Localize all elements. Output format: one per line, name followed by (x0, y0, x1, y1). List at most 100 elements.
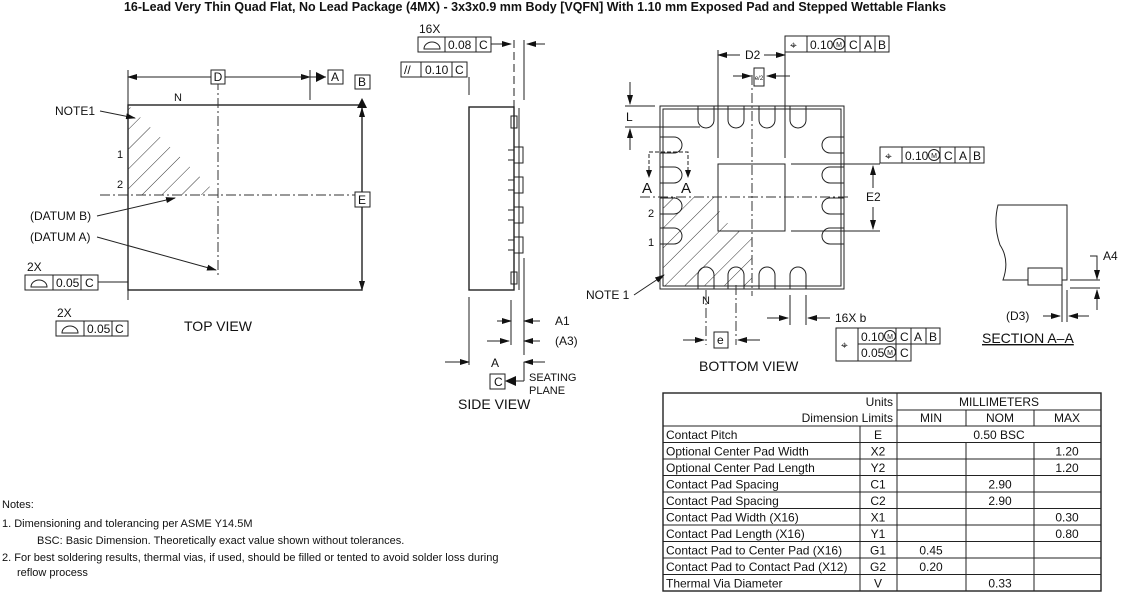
row-symbol: V (874, 577, 882, 591)
units-value: MILLIMETERS (959, 395, 1039, 409)
datum-b-callout: (DATUM B) (30, 209, 91, 223)
row-name: Contact Pad to Center Pad (X16) (666, 544, 842, 558)
contact-pad (821, 197, 844, 215)
contact-pad (660, 227, 683, 245)
dim-e-half: e/2 (755, 76, 764, 82)
row-symbol: G2 (870, 560, 886, 574)
side-fcf-datum: C (479, 38, 488, 52)
fcf-e2-datum-1: C (944, 149, 953, 163)
parallelism-icon: // (404, 63, 411, 77)
drawing-title: 16-Lead Very Thin Quad Flat, No Lead Pac… (124, 0, 946, 14)
row-nom: 2.90 (988, 494, 1012, 508)
side-view: 16X 0.08 C // 0.10 C A1 (A3) A C SEATING (400, 22, 578, 412)
datum-c-label: C (494, 375, 503, 389)
dim-a3: (A3) (555, 334, 578, 348)
row-nom: 0.33 (988, 577, 1012, 591)
dim-l: L (626, 110, 633, 124)
contact-pad (758, 266, 776, 289)
fcf1-datum: C (85, 276, 94, 290)
row-min: 0.20 (919, 560, 943, 574)
row-symbol: G1 (870, 544, 886, 558)
datum-b-label: B (358, 75, 366, 89)
section-mark-left: A (642, 180, 652, 197)
contact-pad (660, 166, 683, 184)
section-mark-right: A (681, 180, 691, 197)
dim-e: E (358, 193, 366, 207)
contact-pad (697, 266, 715, 289)
row-max: 0.30 (1055, 511, 1079, 525)
datum-a-callout: (DATUM A) (30, 230, 90, 244)
pin-1-label: 1 (648, 237, 654, 249)
contact-pad (660, 136, 683, 154)
pin-n-label: N (702, 295, 710, 307)
top-view-body (127, 104, 363, 291)
mmc-icon: M (887, 334, 893, 341)
side-lead-end (510, 271, 518, 285)
dim-d2: D2 (745, 48, 761, 62)
pin-2-label: 2 (648, 208, 654, 220)
fcf-d2-datum-1: C (849, 38, 858, 52)
table-row: Thermal Via Diameter V 0.33 (663, 574, 1101, 592)
mmc-icon: M (887, 350, 893, 357)
pin-n-label: N (174, 92, 182, 104)
pin-2-label: 2 (117, 179, 123, 191)
row-symbol: X2 (871, 445, 886, 459)
note1-label: NOTE 1 (586, 288, 630, 302)
section-a-a: A4 (D3) SECTION A–A (982, 204, 1118, 346)
limits-label: Dimension Limits (802, 411, 893, 425)
row-max: 1.20 (1055, 461, 1079, 475)
position-icon: ⌖ (841, 338, 848, 352)
side-view-label: SIDE VIEW (458, 396, 531, 412)
row-name: Contact Pad Spacing (666, 494, 779, 508)
fcf-e2-datum-3: B (973, 149, 981, 163)
bottom-view: D2 e/2 ⌖ 0.10 M C A B L E2 ⌖ 0.10 M C A … (586, 35, 985, 374)
units-label: Units (866, 395, 893, 409)
row-symbol: E (874, 428, 882, 442)
profile-surface-icon (61, 325, 79, 334)
row-max: 0.80 (1055, 527, 1079, 541)
side-lead-end (510, 115, 518, 129)
profile-surface-icon (423, 41, 441, 50)
row-name: Contact Pitch (666, 428, 737, 442)
seating-plane-label-1: SEATING (529, 372, 576, 384)
row-symbol: C2 (870, 494, 886, 508)
contact-pad (727, 106, 745, 129)
datum-a-label: A (331, 70, 339, 84)
row-value: 0.50 BSC (973, 428, 1025, 442)
dim-d: D (214, 70, 223, 84)
fcf2-value: 0.05 (87, 322, 111, 336)
table-row: Contact Pad Spacing C2 2.90 (663, 492, 1101, 509)
row-name: Contact Pad Width (X16) (666, 511, 799, 525)
top-view: D A B E N 1 2 NOTE1 (DATUM B) (DATUM A) … (24, 69, 371, 337)
col-max: MAX (1054, 411, 1080, 425)
contact-pad (821, 166, 844, 184)
dim-a4: A4 (1103, 249, 1118, 263)
fcf-b2-value: 0.05 (861, 346, 885, 360)
fcf1-count: 2X (27, 260, 42, 274)
col-min: MIN (920, 411, 942, 425)
row-name: Thermal Via Diameter (666, 577, 782, 591)
dim-a: A (491, 356, 499, 370)
pads (660, 106, 844, 289)
contact-pad (821, 136, 844, 154)
row-symbol: X1 (871, 511, 886, 525)
note-1: 1. Dimensioning and tolerancing per ASME… (2, 518, 253, 530)
row-min: 0.45 (919, 544, 943, 558)
profile-surface-icon (30, 279, 48, 288)
side-lead (508, 236, 524, 254)
notes-heading: Notes: (2, 499, 34, 511)
pin-1-label: 1 (117, 149, 123, 161)
fcf-b1-datum-2: A (914, 330, 922, 344)
position-icon: ⌖ (790, 38, 797, 52)
contact-pad (697, 106, 715, 129)
row-symbol: C1 (870, 478, 886, 492)
mmc-icon: M (931, 153, 937, 160)
row-name: Contact Pad Spacing (666, 478, 779, 492)
fcf-b2-datum-1: C (900, 346, 909, 360)
row-name: Contact Pad to Contact Pad (X12) (666, 560, 847, 574)
side-body (468, 106, 515, 291)
pin1-hatch-area (663, 197, 752, 286)
row-name: Contact Pad Length (X16) (666, 527, 805, 541)
